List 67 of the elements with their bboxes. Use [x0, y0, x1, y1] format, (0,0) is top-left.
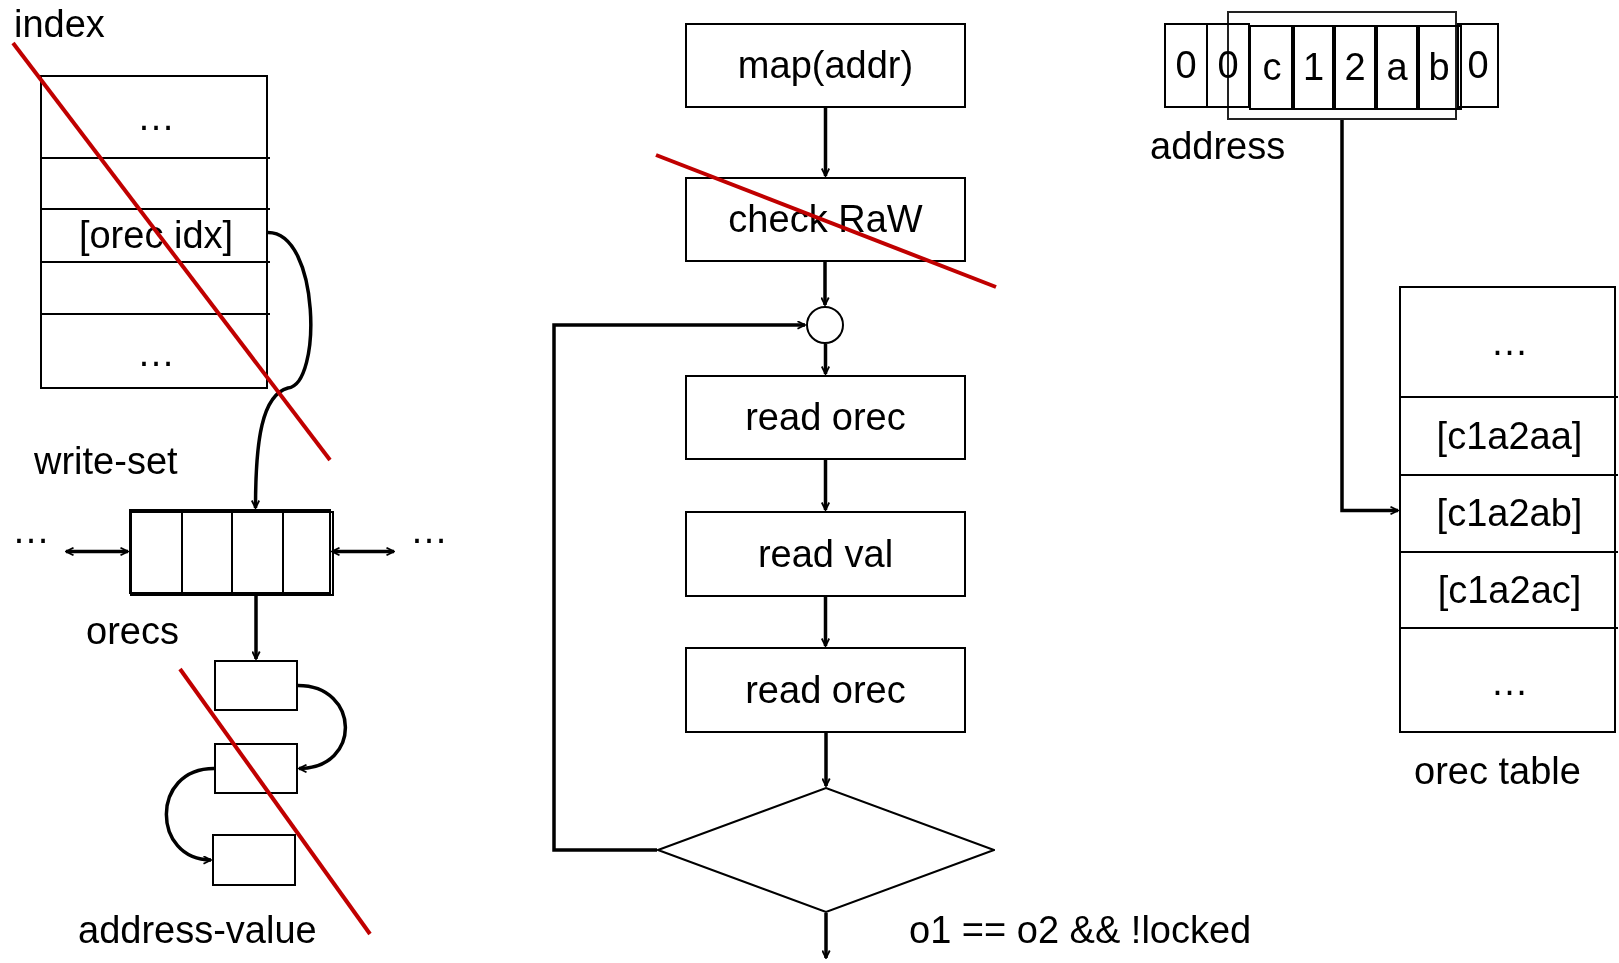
arrow [820, 108, 831, 177]
array-cell [1291, 25, 1336, 110]
ellipsis-text: … [410, 508, 448, 552]
array-cell [1374, 25, 1420, 110]
arrow [820, 597, 831, 647]
address-value-box [214, 743, 298, 794]
arrow [297, 683, 347, 773]
hex-digit: 2 [1344, 46, 1366, 89]
arrow [820, 460, 831, 511]
address-value-box [212, 834, 296, 886]
arrow [820, 344, 831, 375]
array-cell [130, 511, 183, 596]
process-box [685, 177, 966, 262]
hex-digit: 1 [1302, 46, 1325, 89]
arrow [821, 913, 831, 959]
process-box [685, 23, 966, 108]
box-label: read val [757, 532, 894, 576]
caption-text: address-value [78, 910, 317, 952]
caption-text: write-set [34, 441, 178, 483]
hex-digit: a [1386, 46, 1408, 89]
hex-digit: 0 [1467, 44, 1489, 87]
arrow [1340, 120, 1399, 516]
write-set-array [129, 509, 331, 594]
arrow [821, 733, 831, 787]
index-table [40, 75, 268, 389]
process-box [685, 375, 966, 460]
array-cell [282, 511, 334, 596]
box-label: check RaW [728, 198, 923, 241]
array-cell [181, 511, 233, 596]
box-label: … [1490, 660, 1529, 704]
caption-text: orecs [86, 611, 179, 653]
arrow [331, 546, 395, 557]
array-cell [1457, 23, 1499, 108]
orec-table [1399, 286, 1616, 733]
box-label: [c1a2aa] [1436, 414, 1583, 458]
box-label: [orec idx] [78, 214, 234, 257]
array-cell [1249, 25, 1295, 110]
junction-circle [806, 306, 844, 344]
box-label: [c1a2ac] [1437, 568, 1582, 612]
box-label: [c1a2ab] [1436, 492, 1583, 535]
array-cell [1416, 25, 1462, 110]
box-label: map(addr) [737, 44, 914, 87]
arrow [251, 594, 261, 660]
hex-digit: b [1428, 46, 1450, 89]
arrow [250, 230, 313, 509]
box-label: read orec [745, 396, 906, 439]
array-cell [1332, 25, 1378, 110]
caption-text: index [14, 4, 105, 46]
box-label: read orec [745, 668, 906, 712]
hex-digit: 0 [1175, 44, 1197, 87]
array-cell [1164, 23, 1208, 108]
box-label: … [137, 331, 175, 375]
hex-digit: c [1262, 46, 1282, 89]
address-value-box [214, 660, 298, 711]
caption-text: address [1150, 126, 1286, 168]
arrow [820, 262, 830, 306]
box-label: … [137, 95, 175, 139]
ellipsis-text: … [12, 508, 50, 552]
process-box [685, 647, 966, 733]
arrow [164, 766, 215, 864]
arrow [552, 320, 806, 852]
arrow [65, 546, 129, 557]
process-box [685, 511, 966, 597]
array-cell [231, 511, 284, 596]
decision-diamond [657, 787, 995, 913]
box-label: … [1490, 320, 1529, 364]
caption-text: orec table [1414, 751, 1581, 793]
